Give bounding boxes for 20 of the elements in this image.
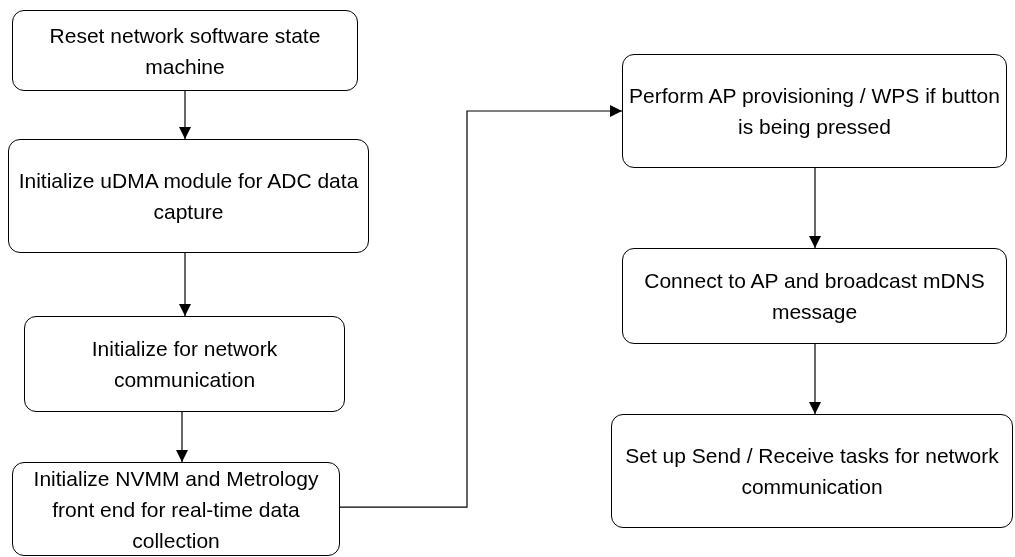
process-box: [12, 462, 340, 556]
arrow: [809, 343, 821, 415]
process-box: [12, 10, 358, 91]
process-box: [8, 139, 369, 253]
process-box: [24, 316, 345, 412]
step-text: Initialize uDMA module for ADC data capture: [17, 168, 360, 225]
step-text: Initialize NVMM and Metrology front end for real-time data collection: [32, 465, 320, 554]
step-text: Reset network software state machine: [48, 22, 322, 80]
arrow: [179, 252, 191, 317]
arrow: [179, 90, 191, 140]
step-text: Set up Send / Receive tasks for network communication: [624, 443, 1000, 500]
process-box: [611, 414, 1013, 528]
arrow: [339, 105, 623, 508]
arrow: [176, 411, 188, 463]
step-text: Connect to AP and broadcast mDNS message: [643, 268, 986, 325]
step-text: Perform AP provisioning / WPS if button is being pressed: [629, 83, 1000, 140]
step-text: Initialize for network communication: [90, 336, 279, 393]
process-box: [622, 248, 1007, 344]
process-box: [622, 54, 1007, 168]
arrow: [809, 167, 821, 249]
